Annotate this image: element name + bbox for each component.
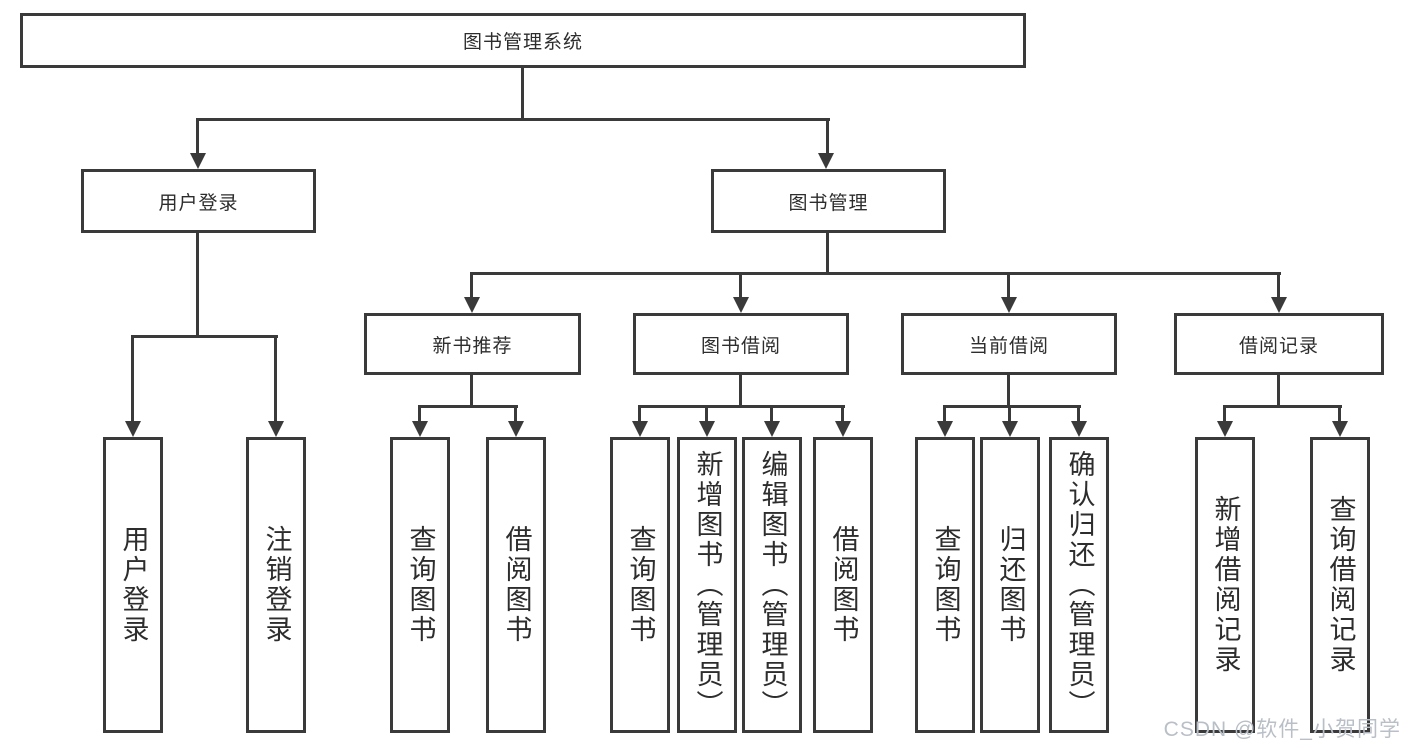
node-book-management: 图书管理 [711, 169, 946, 233]
connector-vline [470, 272, 473, 298]
arrowhead-down-icon [764, 421, 780, 437]
connector-vline [131, 335, 134, 421]
leaf-edit-book-admin: 编辑图书（管理员） [742, 437, 802, 733]
arrowhead-down-icon [125, 421, 141, 437]
leaf-logout: 注销登录 [246, 437, 306, 733]
arrowhead-down-icon [699, 421, 715, 437]
node-new-book-recommend: 新书推荐 [364, 313, 581, 375]
connector-vline [1338, 405, 1341, 423]
node-book-borrowing: 图书借阅 [633, 313, 849, 375]
arrowhead-down-icon [632, 421, 648, 437]
arrowhead-down-icon [1071, 421, 1087, 437]
arrowhead-down-icon [508, 421, 524, 437]
connector-vline [1077, 405, 1080, 423]
node-user-login: 用户登录 [81, 169, 316, 233]
connector-hline [1223, 405, 1342, 408]
arrowhead-down-icon [1002, 421, 1018, 437]
leaf-borrow-books: 借阅图书 [813, 437, 873, 733]
node-current-borrowing: 当前借阅 [901, 313, 1117, 375]
leaf-borrow-books-recommend: 借阅图书 [486, 437, 546, 733]
connector-hline [131, 335, 278, 338]
connector-vline [470, 375, 473, 405]
connector-vline [638, 405, 641, 423]
connector-hline [196, 118, 830, 121]
connector-vline [826, 118, 829, 156]
connector-vline [943, 405, 946, 423]
arrowhead-down-icon [268, 421, 284, 437]
connector-vline [826, 233, 829, 272]
leaf-query-books-recommend: 查询图书 [390, 437, 450, 733]
connector-vline [770, 405, 773, 423]
leaf-confirm-return-admin: 确认归还（管理员） [1049, 437, 1109, 733]
connector-vline [196, 118, 199, 156]
connector-vline [1007, 375, 1010, 405]
arrowhead-down-icon [1271, 297, 1287, 313]
arrowhead-down-icon [835, 421, 851, 437]
leaf-add-book-admin: 新增图书（管理员） [677, 437, 737, 733]
arrowhead-down-icon [1217, 421, 1233, 437]
arrowhead-down-icon [1001, 297, 1017, 313]
connector-vline [1007, 272, 1010, 298]
connector-vline [1277, 375, 1280, 405]
leaf-user-login: 用户登录 [103, 437, 163, 733]
connector-vline [514, 405, 517, 423]
leaf-query-books-borrowing: 查询图书 [610, 437, 670, 733]
connector-hline [638, 405, 845, 408]
arrowhead-down-icon [733, 297, 749, 313]
node-borrowing-records: 借阅记录 [1174, 313, 1384, 375]
connector-vline [521, 68, 524, 118]
connector-vline [274, 335, 277, 421]
leaf-query-books-current: 查询图书 [915, 437, 975, 733]
connector-vline [739, 375, 742, 405]
arrowhead-down-icon [818, 153, 834, 169]
arrowhead-down-icon [464, 297, 480, 313]
arrowhead-down-icon [190, 153, 206, 169]
arrowhead-down-icon [412, 421, 428, 437]
connector-hline [418, 405, 518, 408]
leaf-query-borrow-record: 查询借阅记录 [1310, 437, 1370, 733]
leaf-return-books: 归还图书 [980, 437, 1040, 733]
arrowhead-down-icon [937, 421, 953, 437]
connector-vline [196, 233, 199, 335]
connector-vline [418, 405, 421, 423]
connector-hline [470, 272, 1281, 275]
connector-vline [739, 272, 742, 298]
arrowhead-down-icon [1332, 421, 1348, 437]
connector-vline [1008, 405, 1011, 423]
connector-vline [1277, 272, 1280, 298]
connector-vline [841, 405, 844, 423]
connector-hline [943, 405, 1081, 408]
connector-vline [705, 405, 708, 423]
connector-vline [1223, 405, 1226, 423]
node-library-system: 图书管理系统 [20, 13, 1026, 68]
leaf-add-borrow-record: 新增借阅记录 [1195, 437, 1255, 733]
csdn-watermark: CSDN @软件_小贺同学 [1163, 718, 1401, 741]
